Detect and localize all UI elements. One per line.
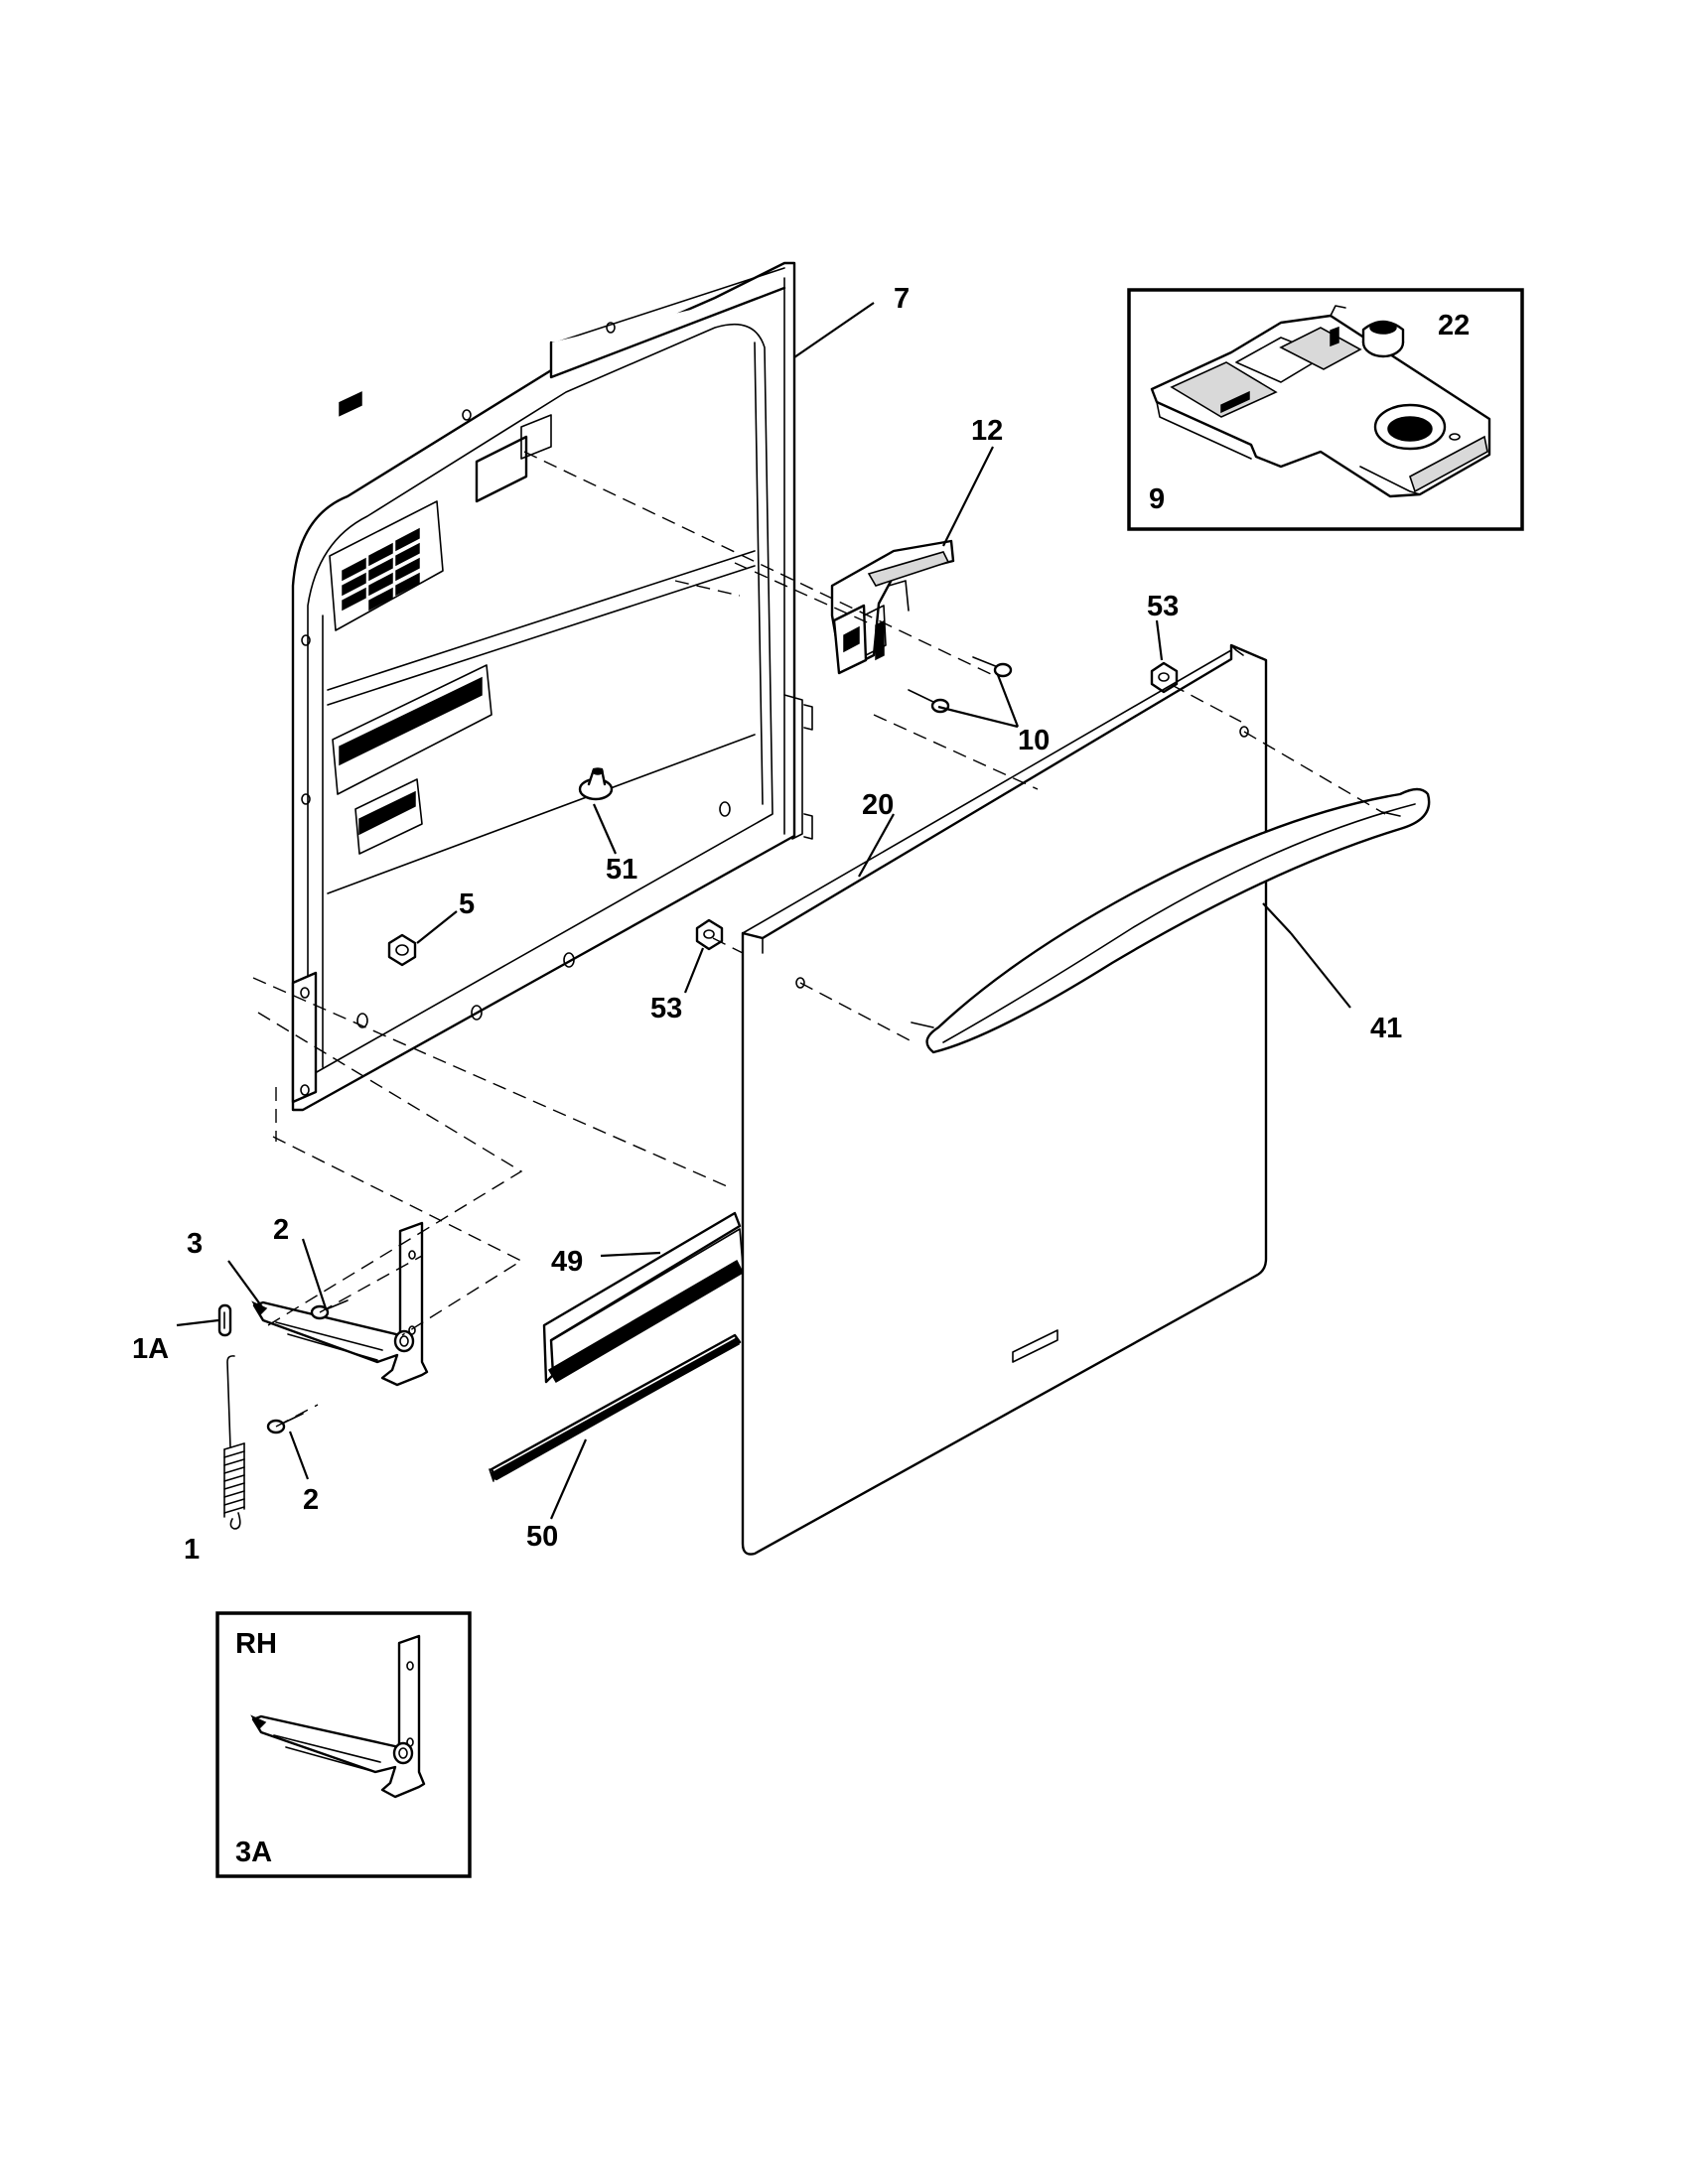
door-handle — [911, 787, 1431, 1054]
dispenser-opening — [332, 664, 492, 855]
detergent-dispenser — [1150, 305, 1491, 498]
callout-41: 41 — [1370, 1013, 1402, 1044]
latch-screw-upper — [972, 656, 1013, 678]
link-1A — [217, 1303, 232, 1337]
callout-RH: RH — [235, 1628, 277, 1660]
callout-5: 5 — [459, 888, 475, 920]
callout-49: 49 — [551, 1246, 583, 1278]
door-seal-49 — [542, 1211, 744, 1384]
nut-51 — [578, 767, 614, 801]
hex-nut-53-left — [695, 918, 724, 951]
inner-door-panel — [291, 261, 813, 1112]
callout-20: 20 — [862, 789, 894, 821]
outer-door-panel — [741, 643, 1268, 1556]
callout-50: 50 — [526, 1521, 558, 1553]
vent-grille — [329, 391, 444, 631]
callout-53-left: 53 — [650, 993, 682, 1024]
callout-2-lower: 2 — [303, 1484, 319, 1516]
hex-nut-53-right — [1150, 661, 1179, 694]
door-latch — [830, 539, 955, 675]
dispenser-cap — [1361, 320, 1405, 358]
hinge-arm-rh — [250, 1634, 426, 1799]
callout-3A: 3A — [235, 1837, 272, 1868]
callout-53-right: 53 — [1147, 591, 1179, 622]
callout-12: 12 — [971, 415, 1003, 447]
callout-22: 22 — [1438, 310, 1470, 341]
callout-labels: 7 12 10 20 53 41 5 51 53 49 50 3 2 1A 2 … — [132, 283, 1470, 1868]
door-seal-50 — [489, 1333, 742, 1482]
callout-51: 51 — [606, 854, 637, 886]
alignment-lines — [252, 451, 1386, 1428]
hinge-screw-lower — [266, 1413, 304, 1434]
callout-3: 3 — [187, 1228, 203, 1260]
callout-1A: 1A — [132, 1333, 169, 1365]
callout-7: 7 — [894, 283, 910, 315]
hinge-spring — [223, 1355, 245, 1530]
callout-10: 10 — [1018, 725, 1050, 756]
hex-nut-5 — [387, 933, 417, 967]
dispenser-inset — [1127, 288, 1524, 531]
callout-9: 9 — [1149, 483, 1165, 515]
hinge-screw-upper — [310, 1299, 349, 1320]
rh-hinge-inset — [215, 1611, 472, 1878]
callout-1: 1 — [184, 1534, 200, 1566]
callout-2-upper: 2 — [273, 1214, 289, 1246]
